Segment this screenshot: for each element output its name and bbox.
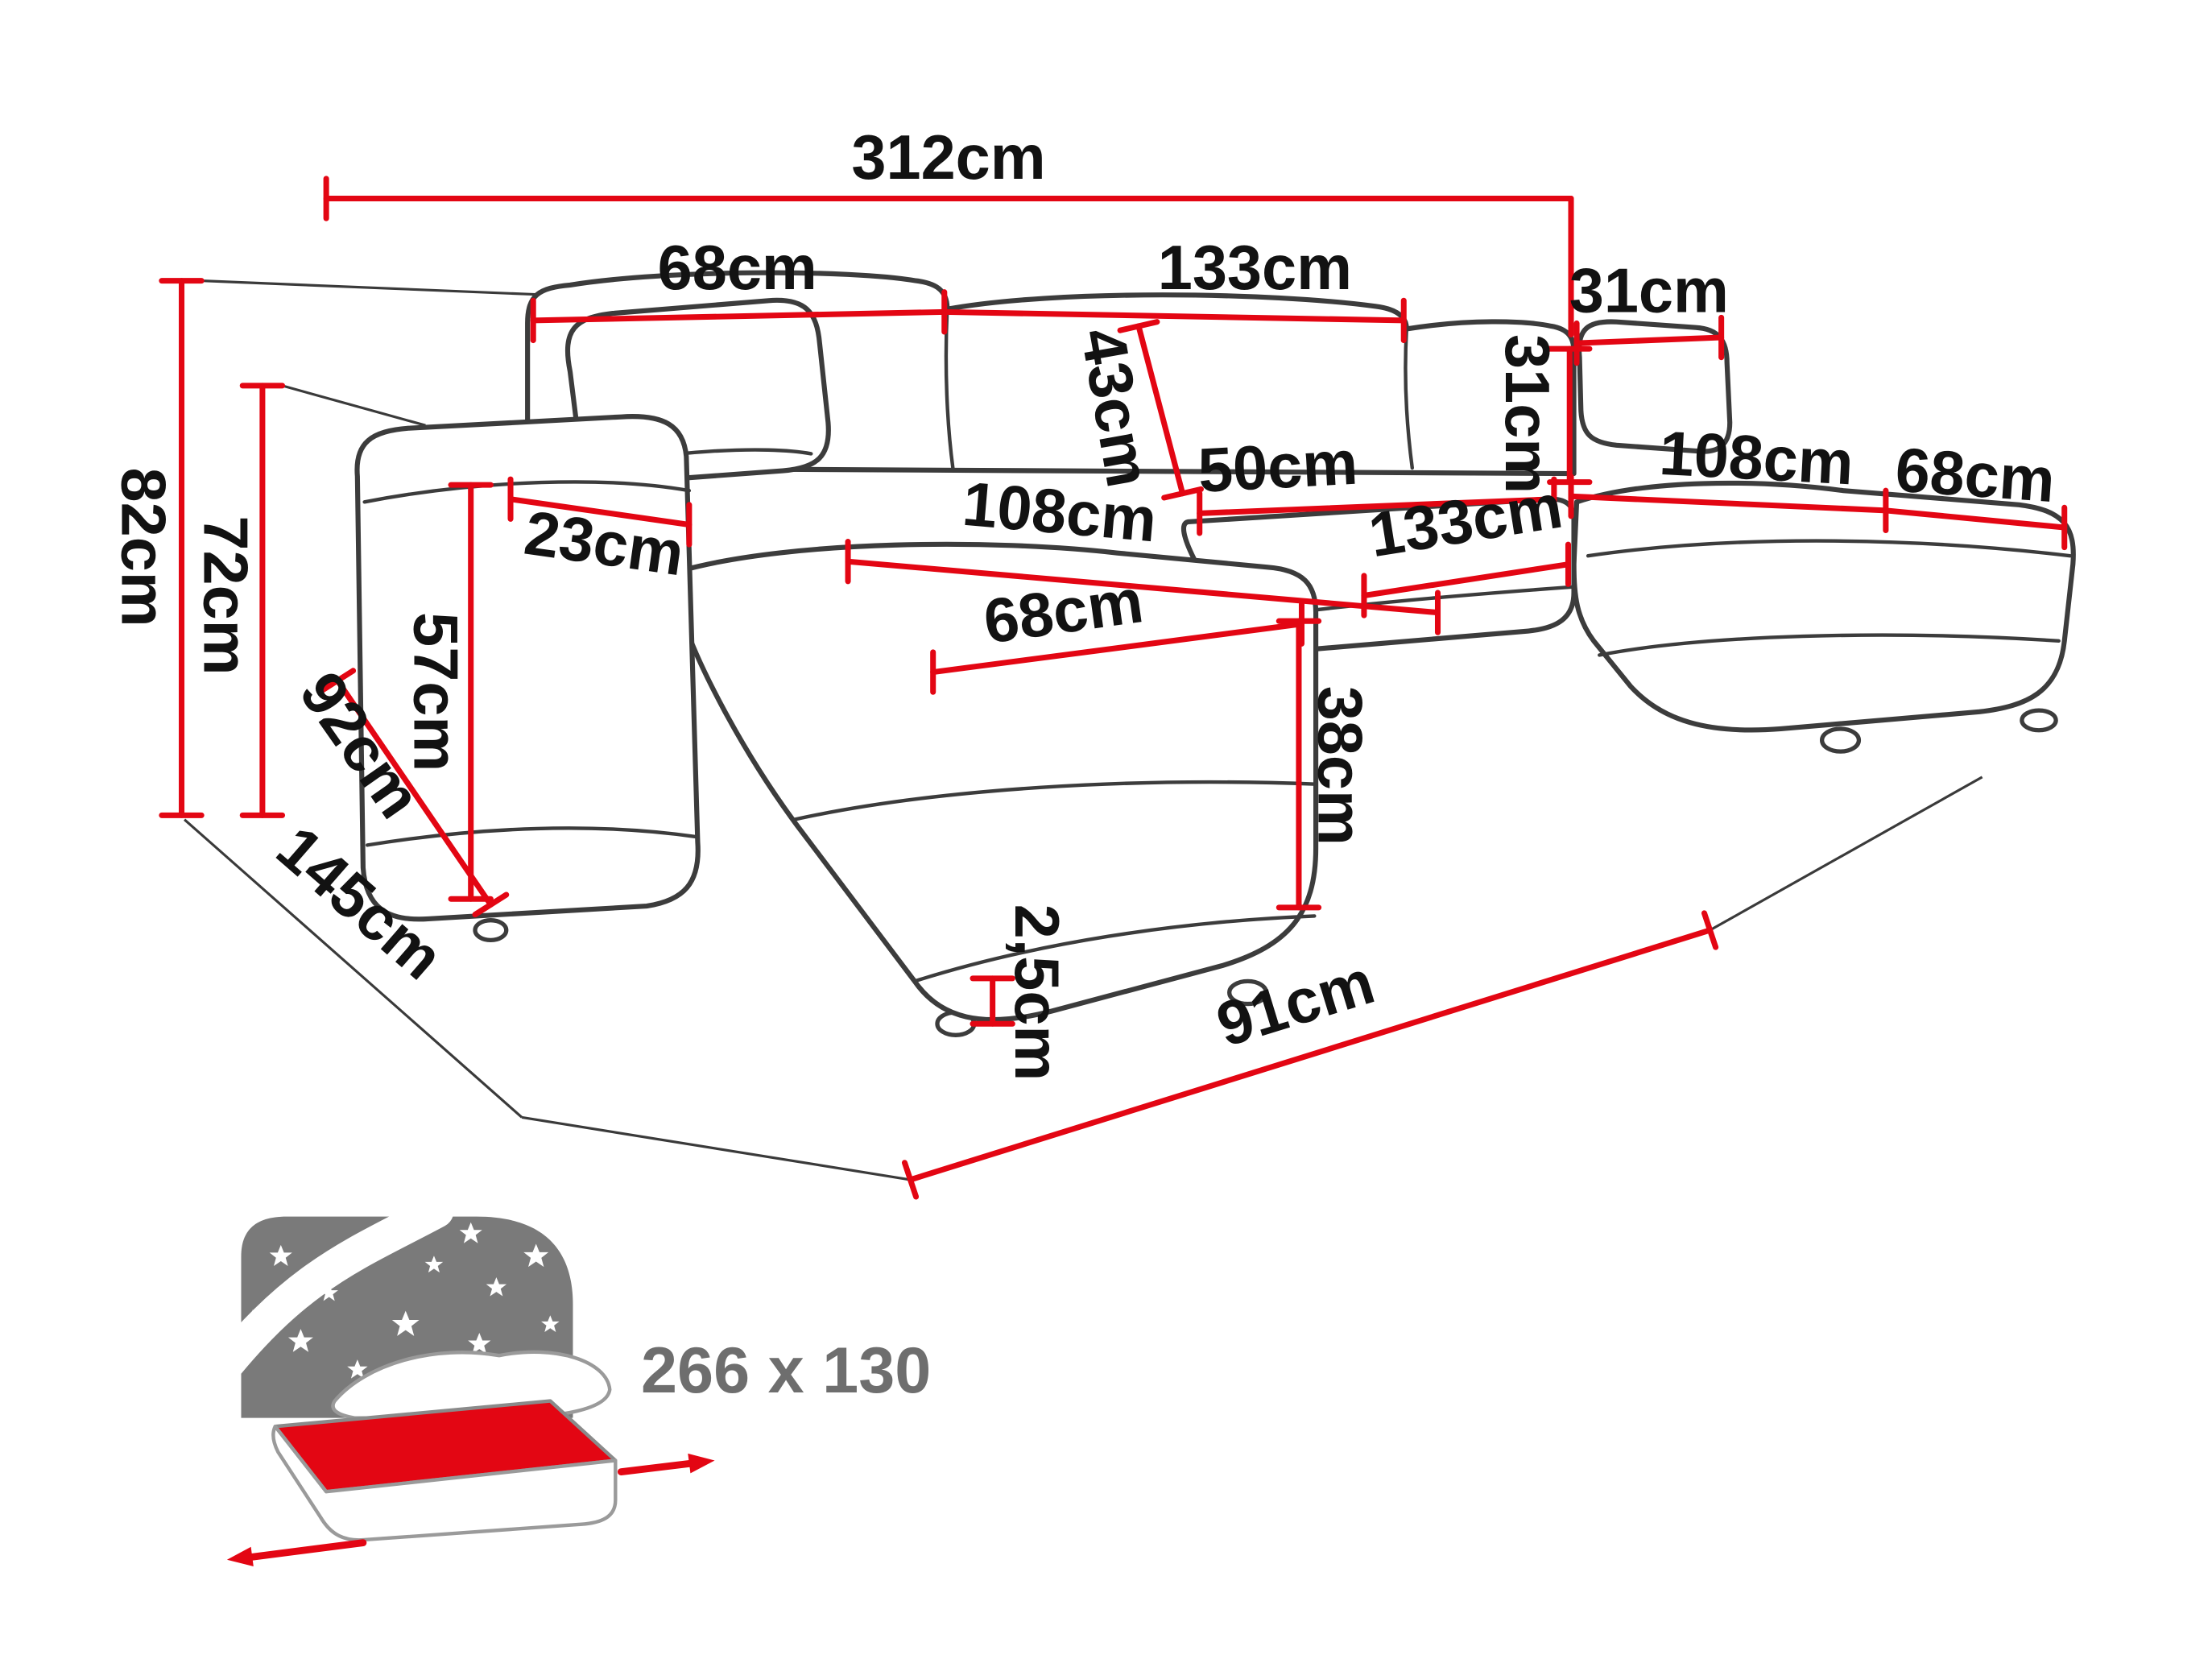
floor-edge-line — [1709, 776, 1983, 932]
dimension-label-total-width: 312cm — [851, 123, 1045, 192]
dimension-label-chaise-left-length: 108cm — [960, 470, 1160, 556]
dimension-line — [507, 496, 693, 527]
backrest-seam — [1404, 327, 1415, 470]
left-chaise-seam — [792, 780, 1318, 821]
arrow-line — [249, 1539, 367, 1561]
dim-pillow-side: 31cm — [1492, 334, 1593, 494]
dimension-label-seat-height: 38cm — [1305, 686, 1375, 846]
dimension-tick — [1161, 486, 1204, 501]
dim-leg-height: 2,5cm — [970, 904, 1071, 1082]
sofa-leg — [2020, 708, 2058, 733]
dimension-label-height-total: 82cm — [109, 468, 178, 627]
dim-total-width: 312cm — [323, 123, 1574, 338]
dimension-label-seat-depth: 50cm — [1197, 428, 1359, 506]
blanket-fold-highlight — [198, 1194, 454, 1396]
dimension-tick — [1117, 319, 1160, 333]
dim-height-backrest: 72cm — [191, 383, 286, 818]
dimension-tick — [319, 668, 357, 693]
mattress-base — [271, 1425, 618, 1542]
projection-lines — [184, 279, 1983, 1181]
dimension-line — [1573, 334, 1725, 346]
dim-armrest-height: 57cm — [400, 482, 494, 902]
right-chaise-seam — [1586, 539, 2072, 558]
dimension-line — [334, 677, 494, 908]
armrest-bottom-seam — [365, 826, 697, 847]
right-pillow-outline — [1576, 319, 1733, 454]
dimension-line — [1135, 323, 1186, 497]
dimension-line — [930, 621, 1304, 676]
sleeping-area-label: 266 x 130 — [641, 1334, 931, 1407]
dimension-label-chaise-right-length: 108cm — [1658, 419, 1855, 499]
dimension-label-chaise-right-width: 68cm — [1893, 435, 2057, 515]
dimension-label-back-left: 68cm — [658, 234, 817, 303]
dimension-tick — [1701, 910, 1719, 950]
dim-back-sections: 68cm 133cm — [530, 234, 1407, 344]
dimension-label-height-backrest: 72cm — [191, 515, 260, 675]
dimension-label-leg-height: 2,5cm — [1002, 904, 1071, 1082]
dim-pillow-top: 31cm — [1569, 256, 1729, 366]
sofa-illustration — [354, 270, 2076, 1037]
armrest-top-seam — [362, 480, 692, 504]
dimension-line — [1197, 496, 1557, 516]
extension-line — [282, 384, 426, 427]
sofa-leg — [1820, 726, 1862, 754]
armrest-outline — [354, 414, 701, 922]
dimension-label-back-middle: 133cm — [1158, 234, 1352, 303]
arrow-line — [617, 1459, 696, 1475]
dimension-line — [845, 558, 1441, 616]
dim-height-total: 82cm — [109, 278, 205, 818]
pull-out-arrow-icon — [226, 1453, 715, 1567]
floor-edge-line — [521, 1115, 911, 1181]
sofa-bed-icon: 266 x 130 — [198, 1194, 931, 1567]
arrow-head — [688, 1453, 715, 1474]
floor-depth-line — [184, 818, 523, 1119]
dimension-label-armrest-height: 57cm — [400, 612, 469, 772]
extension-line — [201, 279, 548, 296]
dimension-tick — [472, 892, 510, 918]
dimension-tick — [901, 1160, 920, 1200]
dimension-line — [1361, 561, 1572, 599]
left-chaise-seam — [912, 914, 1317, 983]
right-chaise-seam — [1598, 633, 2061, 657]
dim-seat-height: 38cm — [1276, 618, 1375, 911]
dimension-label-pillow-top: 31cm — [1569, 256, 1729, 325]
dimension-label-pillow-side: 31cm — [1492, 334, 1561, 494]
arrow-head — [226, 1546, 254, 1567]
dimension-line — [908, 927, 1714, 1183]
left-chaise-outline — [680, 541, 1319, 1023]
sofa-leg — [473, 918, 509, 942]
dim-chaise-right: 108cm 68cm — [1568, 419, 2068, 551]
dim-chaise-left-length: 108cm — [845, 470, 1441, 635]
sofa-leg — [1227, 978, 1269, 1007]
dim-seat-depth: 50cm — [1197, 428, 1557, 536]
